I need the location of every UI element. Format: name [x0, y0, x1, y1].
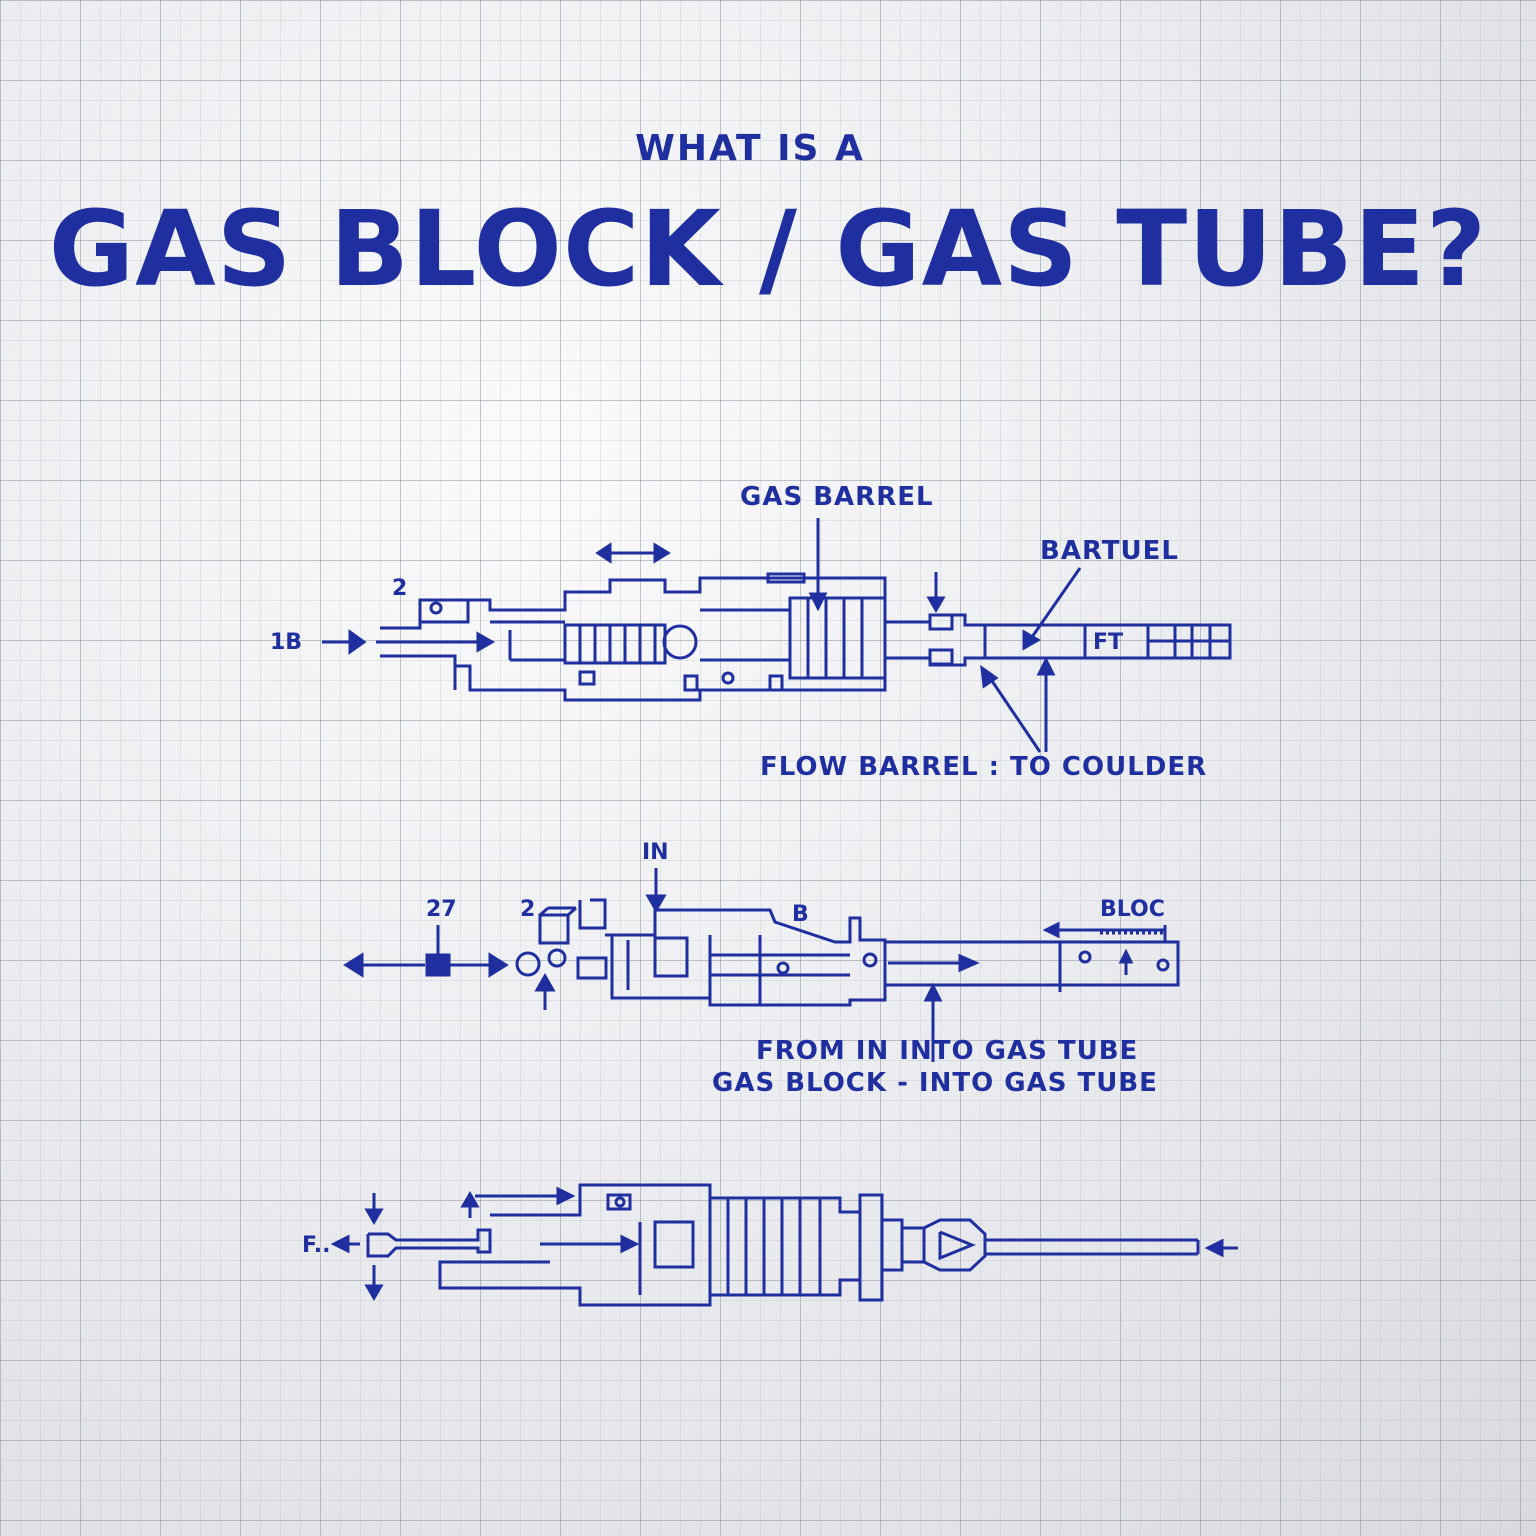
- diagram-2-drawing: [343, 868, 1180, 1062]
- caption-gas-block: GAS BLOCK - INTO GAS TUBE: [712, 1068, 1158, 1098]
- label-2: 2: [520, 897, 536, 922]
- label-f: F..: [302, 1233, 331, 1258]
- caption-flow-barrel: FLOW BARREL : TO COULDER: [760, 752, 1208, 782]
- kicker-heading: WHAT IS A: [635, 128, 865, 169]
- label-number-2: 2: [392, 576, 408, 601]
- label-ft: FT: [1093, 630, 1124, 655]
- label-gas-barrel: GAS BARREL: [740, 482, 934, 512]
- diagram-3-drawing: [330, 1183, 1238, 1307]
- label-1b: 1B: [270, 630, 303, 655]
- label-27: 27: [426, 897, 457, 922]
- label-in: IN: [642, 840, 669, 865]
- label-b: B: [792, 902, 809, 927]
- page-title: GAS BLOCK / GAS TUBE?: [48, 188, 1488, 310]
- caption-from-in: FROM IN INTO GAS TUBE: [756, 1036, 1139, 1066]
- label-bloc: BLOC: [1100, 897, 1165, 922]
- diagram-1-drawing: [322, 518, 1232, 753]
- label-bartuel: BARTUEL: [1040, 536, 1179, 566]
